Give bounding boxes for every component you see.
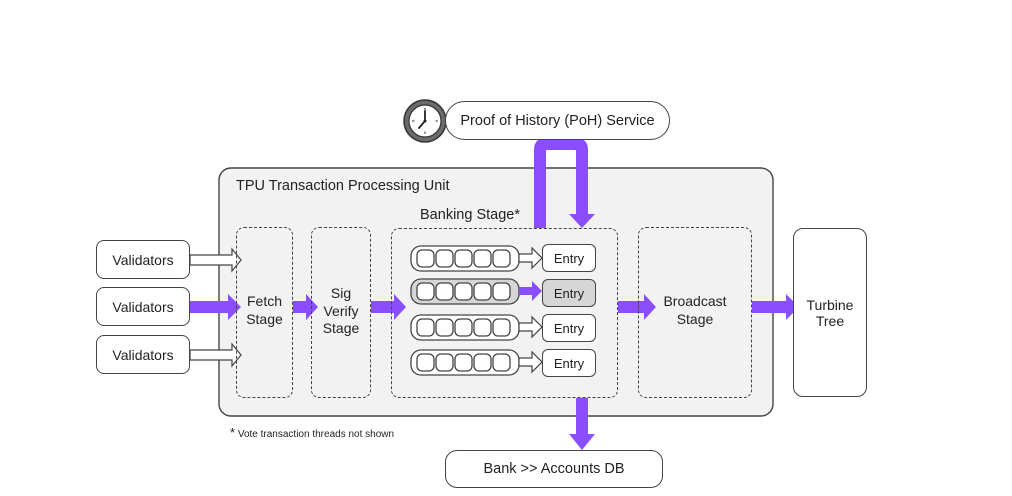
entry-label-1: Entry bbox=[553, 250, 585, 266]
validators-box-2: Validators bbox=[96, 287, 190, 326]
broadcast-stage-box bbox=[638, 227, 752, 398]
banking-thread-2 bbox=[410, 278, 542, 305]
clock-icon bbox=[403, 99, 447, 143]
entry-label-2: Entry bbox=[553, 285, 585, 301]
validators-box-1: Validators bbox=[96, 240, 190, 279]
turbine-tree-label: Turbine Tree bbox=[806, 296, 854, 329]
banking-thread-3 bbox=[410, 314, 543, 341]
turbine-tree-box: Turbine Tree bbox=[793, 228, 867, 397]
poh-service-box: Proof of History (PoH) Service bbox=[445, 101, 670, 140]
entry-box-3: Entry bbox=[542, 314, 596, 342]
validators-label-2: Validators bbox=[112, 298, 174, 315]
entry-box-4: Entry bbox=[542, 349, 596, 377]
banking-thread-4 bbox=[410, 349, 543, 376]
validator-arrow-3 bbox=[189, 342, 242, 368]
sigverify-stage-label: Sig Verify Stage bbox=[322, 285, 360, 336]
banking-stage-box bbox=[391, 228, 618, 398]
poh-loop-arrow bbox=[534, 138, 595, 228]
banking-thread-1 bbox=[410, 245, 543, 272]
entry-label-4: Entry bbox=[553, 355, 585, 371]
broadcast-to-turbine-arrow bbox=[752, 294, 799, 320]
footnote: * Vote transaction threads not shown bbox=[230, 425, 394, 442]
bank-accounts-db-label: Bank >> Accounts DB bbox=[483, 461, 625, 477]
entry-box-2: Entry bbox=[542, 279, 596, 307]
entry-label-3: Entry bbox=[553, 320, 585, 336]
entry-box-1: Entry bbox=[542, 244, 596, 272]
footnote-text: Vote transaction threads not shown bbox=[237, 429, 395, 440]
bank-accounts-db-box: Bank >> Accounts DB bbox=[445, 450, 663, 488]
footnote-marker: * bbox=[230, 425, 236, 440]
broadcast-stage-label: Broadcast Stage bbox=[663, 293, 727, 327]
banking-stage-label: Banking Stage* bbox=[420, 207, 520, 223]
validators-box-3: Validators bbox=[96, 335, 190, 374]
banking-to-broadcast-arrow bbox=[618, 294, 656, 320]
sigverify-to-banking-arrow bbox=[371, 294, 406, 320]
fetch-stage-label: Fetch Stage bbox=[246, 293, 283, 327]
validators-label-3: Validators bbox=[112, 346, 174, 363]
tpu-title: TPU Transaction Processing Unit bbox=[236, 178, 450, 194]
poh-service-label: Proof of History (PoH) Service bbox=[460, 112, 655, 129]
sigverify-stage-box bbox=[311, 227, 371, 398]
banking-to-bank-arrow bbox=[569, 398, 595, 450]
validators-label-1: Validators bbox=[112, 251, 174, 268]
validator-arrow-1 bbox=[189, 247, 242, 273]
validator-arrow-2 bbox=[190, 294, 241, 320]
fetch-stage-box bbox=[236, 227, 293, 398]
